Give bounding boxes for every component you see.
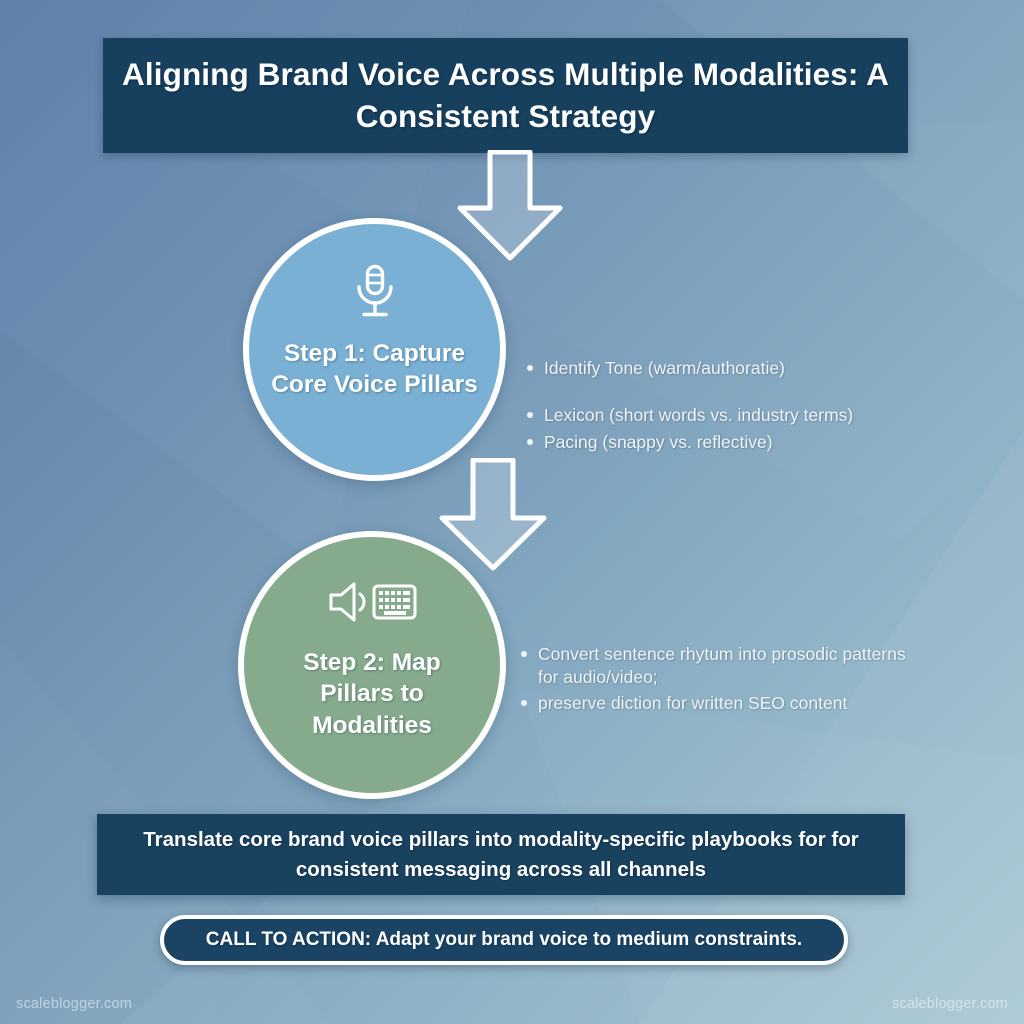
step-2-circle[interactable]: Step 2: Map Pillars to Modalities: [238, 531, 506, 799]
summary-text: Translate core brand voice pillars into …: [143, 828, 859, 881]
watermark-right: scaleblogger.com: [891, 996, 1008, 1012]
step-1-bullet-list: Identify Tone (warm/authoratie) Lexicon …: [527, 357, 907, 454]
bullet-text: Lexicon (short words vs. industry terms): [544, 405, 854, 426]
down-arrow-icon-2: [428, 458, 558, 573]
down-arrow-icon-1: [448, 150, 572, 263]
bullet-dot-icon: [527, 412, 533, 419]
title-banner: Aligning Brand Voice Across Multiple Mod…: [103, 38, 908, 153]
bullet-text: Pacing (snappy vs. reflective): [544, 431, 773, 452]
list-item: Lexicon (short words vs. industry terms): [527, 404, 907, 427]
list-item: preserve diction for written SEO content: [521, 692, 911, 715]
list-item: Convert sentence rhytum into prosodic pa…: [521, 643, 911, 690]
watermark-left: scaleblogger.com: [16, 996, 133, 1012]
speaker-keyboard-icon: [326, 579, 418, 625]
bullet-text: Identify Tone (warm/authoratie): [544, 358, 785, 378]
page-title: Aligning Brand Voice Across Multiple Mod…: [122, 55, 889, 134]
bullet-dot-icon: [527, 438, 533, 445]
bullet-text: preserve diction for written SEO content: [538, 692, 848, 713]
list-item: Identify Tone (warm/authoratie): [527, 357, 907, 380]
summary-banner: Translate core brand voice pillars into …: [97, 814, 905, 895]
call-to-action-button[interactable]: CALL TO ACTION: Adapt your brand voice t…: [160, 915, 848, 965]
call-to-action-label: CALL TO ACTION: Adapt your brand voice t…: [205, 929, 803, 950]
step-1-label: Step 1: Capture Core Voice Pillars: [271, 340, 478, 399]
bullet-dot-icon: [527, 365, 533, 371]
step-2-bullet-list: Convert sentence rhytum into prosodic pa…: [521, 643, 911, 715]
step-2-label: Step 2: Map Pillars to Modalities: [303, 649, 441, 739]
microphone-icon: [352, 264, 398, 318]
list-item: Pacing (snappy vs. reflective): [527, 431, 907, 454]
bullet-text: Convert sentence rhytum into prosodic pa…: [538, 644, 906, 688]
bullet-dot-icon: [521, 651, 527, 657]
step-1-circle[interactable]: Step 1: Capture Core Voice Pillars: [243, 218, 506, 481]
bullet-dot-icon: [521, 699, 527, 706]
